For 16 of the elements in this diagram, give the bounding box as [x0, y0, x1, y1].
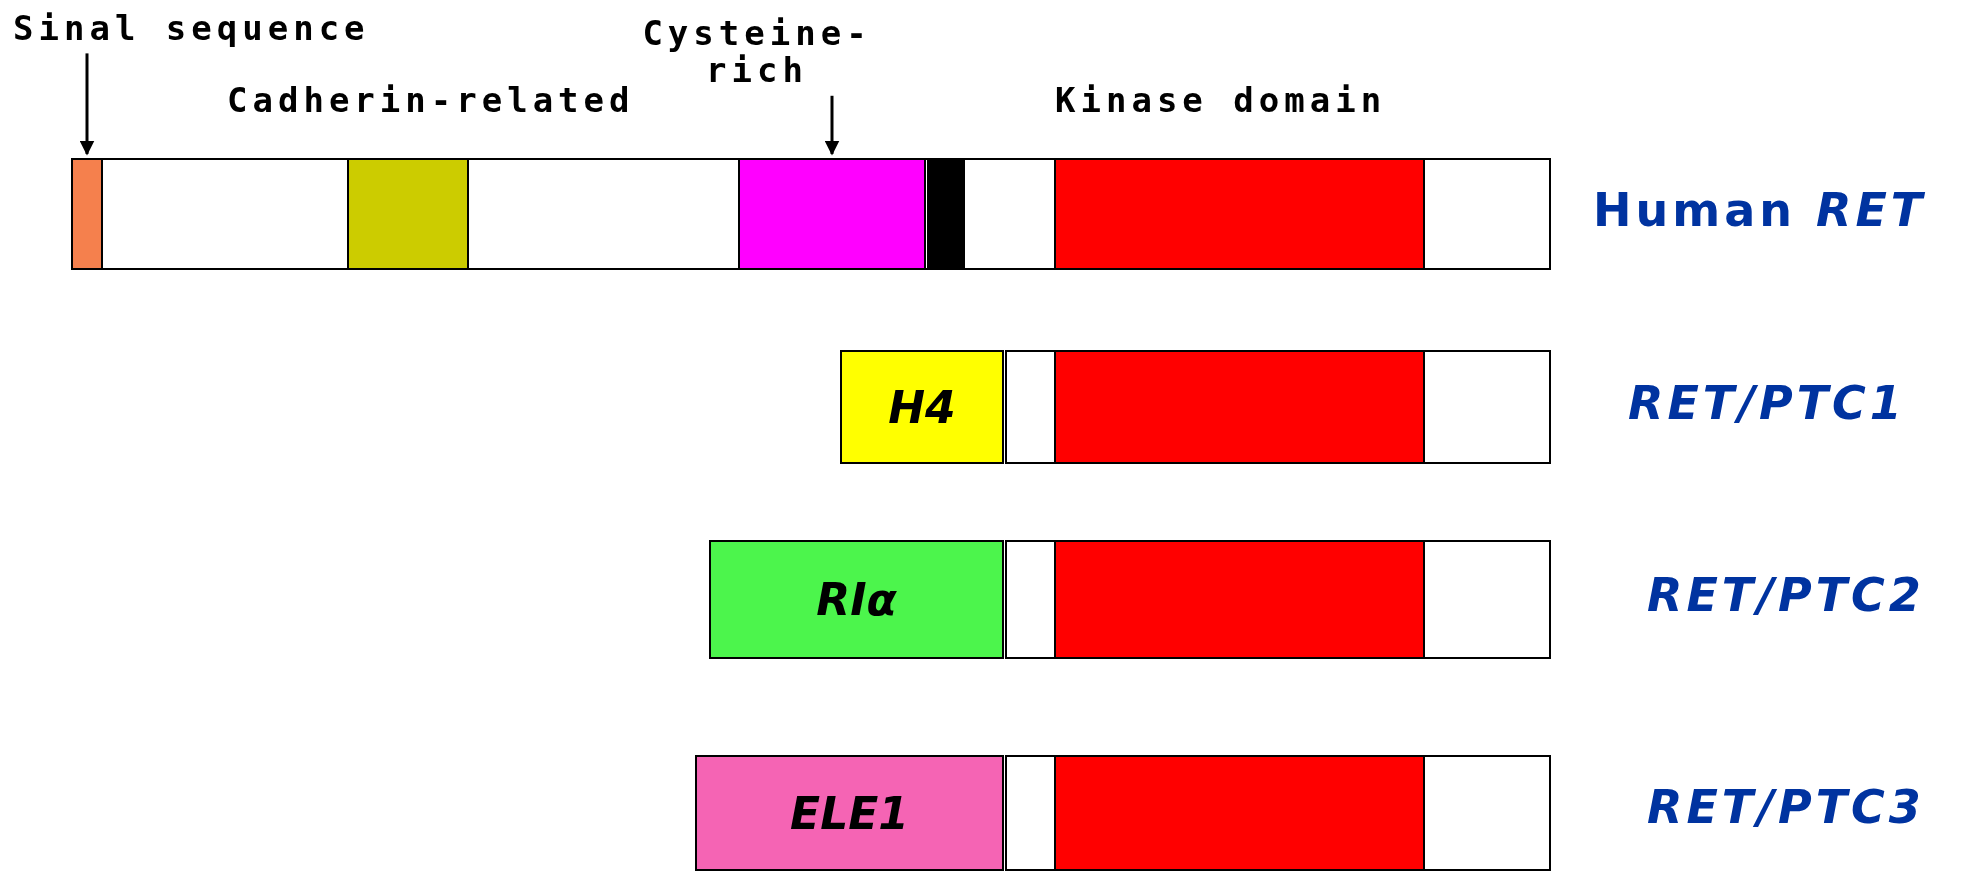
domain-name-label: Kinase domain [1055, 82, 1387, 120]
domain-label: H4 [888, 381, 956, 433]
protein-name-label: Human RET [1593, 183, 1927, 237]
domain-label: ELE1 [790, 787, 909, 839]
fusion-partner-domain [695, 755, 1004, 871]
protein-name-label: RET/PTC2 [1647, 568, 1925, 622]
domain-segment [71, 158, 103, 270]
leader-arrow [824, 95, 840, 156]
fusion-partner-domain [709, 540, 1004, 659]
domain-name-label: Sinal sequence [13, 10, 392, 48]
fusion-partner-domain [840, 350, 1004, 464]
protein-name-label: RET/PTC3 [1647, 780, 1925, 834]
domain-label: RIα [816, 574, 897, 625]
leader-arrow [79, 53, 95, 156]
domain-segment [738, 158, 926, 270]
protein-name-label: RET/PTC1 [1628, 376, 1906, 430]
